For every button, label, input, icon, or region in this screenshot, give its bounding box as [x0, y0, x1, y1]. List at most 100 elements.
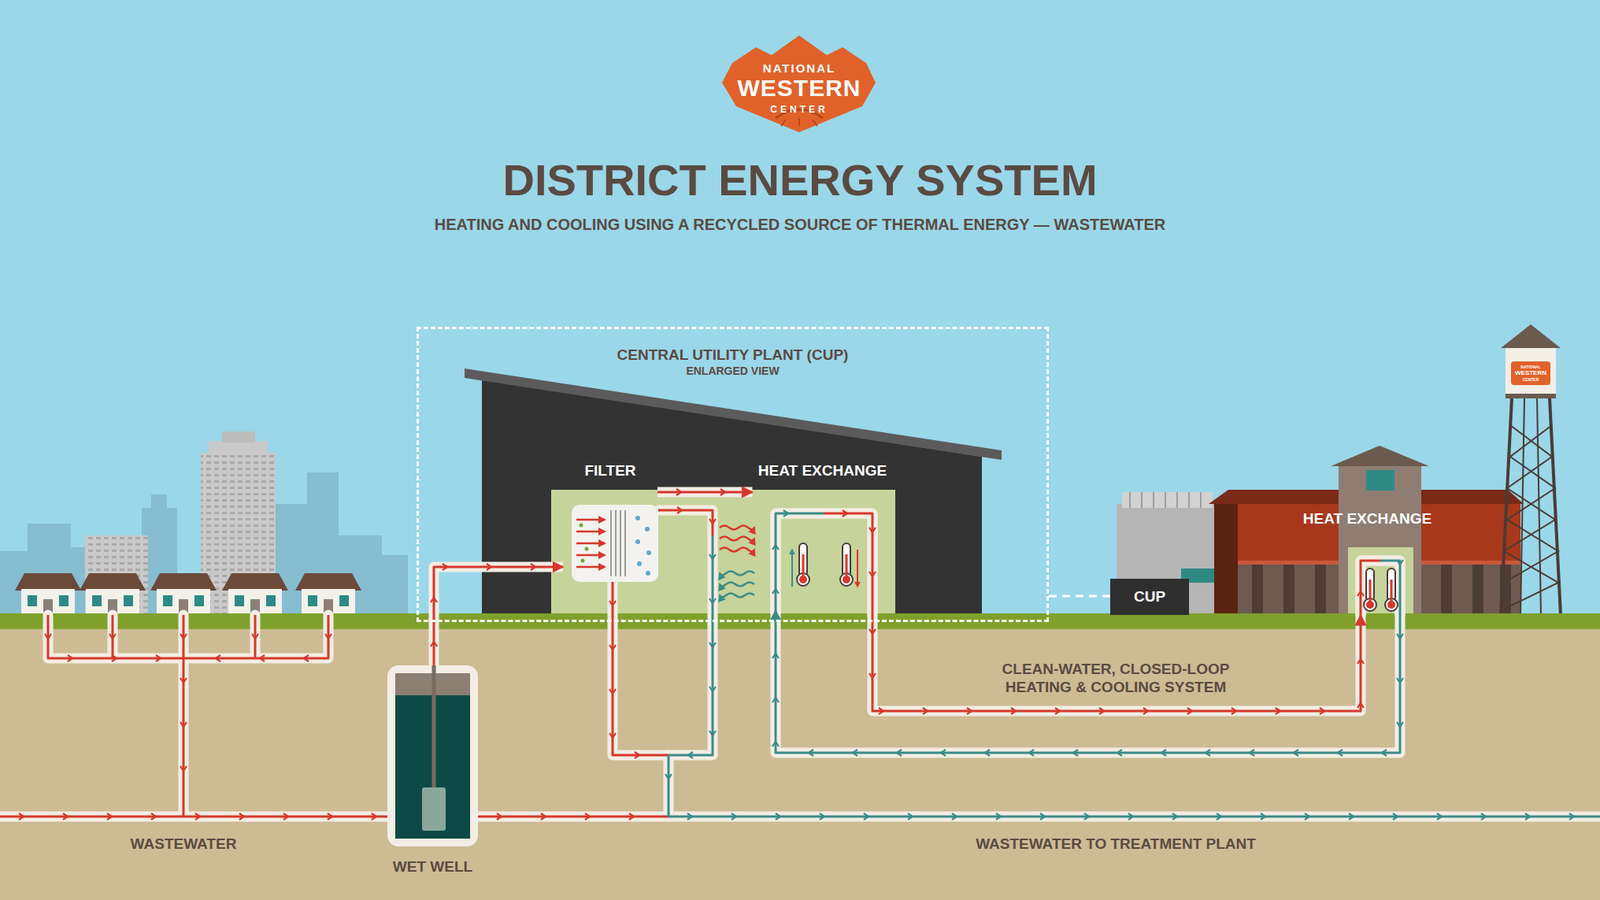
flow-chevron: [709, 642, 716, 648]
pipe-casing: [612, 581, 669, 756]
filter-screen: [576, 519, 605, 567]
flow-chevron: [709, 518, 716, 524]
logo-text: NATIONAL: [1520, 364, 1541, 370]
flow-chevron: [676, 488, 682, 496]
plant-building: [551, 489, 896, 615]
node-heading: CENTRAL UTILITY PLANT (CUP): [617, 346, 849, 365]
flow-chevron: [44, 633, 52, 639]
filter-screen: [635, 515, 652, 576]
pipe: [0, 815, 388, 819]
pipe-casing: [872, 610, 1361, 712]
plant-enlarged-view: CENTRAL UTILITY PLANT (CUP)ENLARGED VIEW…: [416, 326, 1049, 623]
flow-chevron: [772, 544, 779, 550]
flow-chevron: [215, 655, 221, 662]
flow-chevron: [951, 813, 957, 820]
flow-chevron: [1040, 813, 1045, 820]
office-tower: [208, 440, 268, 456]
flow-chevron: [1117, 749, 1123, 756]
filter-screen: [571, 504, 659, 582]
heat-transfer-waves: [719, 571, 755, 576]
logo-badge: [781, 118, 818, 126]
flow-chevron: [1099, 707, 1104, 715]
houses: [14, 573, 82, 615]
heat-transfer-waves: [719, 525, 755, 598]
dashed-leader: [1048, 595, 1111, 598]
flow-chevron: [1249, 749, 1255, 756]
flow-chevron: [67, 655, 73, 662]
pipe-label: WASTEWATER: [130, 835, 238, 854]
thermometers: [791, 549, 793, 587]
flow-chevron: [869, 629, 876, 634]
filter-screen: [637, 561, 642, 567]
pipe-connector: [657, 491, 753, 494]
wet-well-tank: [387, 665, 478, 847]
thermometers: [840, 543, 853, 586]
flow-chevron: [609, 644, 616, 650]
pipe-casing: [48, 614, 184, 659]
flow-chevron: [1319, 707, 1325, 715]
flow-chevron: [629, 813, 634, 820]
flow-chevron: [18, 813, 24, 820]
heat-transfer-waves: [719, 525, 755, 530]
filter-screen: [645, 570, 651, 576]
pipe: [1380, 560, 1400, 615]
flow-chevron: [585, 813, 590, 820]
flow-chevron: [239, 813, 245, 820]
flow-chevron: [1029, 749, 1034, 756]
filter-screen: [610, 510, 612, 577]
flow-chevron: [111, 655, 117, 662]
flow-chevron: [442, 563, 448, 571]
filter-screen: [619, 510, 622, 577]
flow-chevron: [1437, 813, 1442, 820]
pipe: [667, 755, 671, 817]
node-heading: WET WELL: [392, 858, 473, 877]
pipe-connector: [775, 610, 1400, 753]
houses: [295, 573, 362, 615]
flow-chevron: [819, 813, 825, 820]
filter-screen: [624, 510, 626, 577]
pipe: [1360, 560, 1381, 615]
logo-badge: [722, 35, 876, 133]
pipe-casing: [775, 513, 873, 613]
flow-chevron: [180, 677, 187, 683]
heat-exchange-building: HEAT EXCHANGE: [1214, 488, 1521, 615]
heat-transfer-waves: [719, 582, 755, 587]
heat-transfer-waves: [719, 571, 755, 598]
thermometers: [856, 549, 859, 587]
logo-badge: [722, 35, 876, 133]
water-tower: [1520, 397, 1525, 615]
event-building: [1338, 464, 1422, 615]
filter-screen: [611, 510, 626, 577]
filter-screen: [635, 539, 641, 545]
pipe-casing: [663, 755, 675, 817]
event-building: [1314, 564, 1326, 615]
flow-chevron: [907, 813, 913, 820]
houses: [150, 573, 217, 615]
pipe-casing: [178, 614, 189, 817]
pipe-casing: [250, 614, 261, 659]
flow-chevron: [180, 633, 187, 639]
wet-well: WET WELL: [387, 665, 479, 877]
event-building: [1348, 547, 1414, 615]
pipe: [0, 510, 1600, 817]
flow-chevron: [325, 633, 332, 639]
water-tower: [1511, 361, 1551, 386]
filter-screen: [576, 530, 605, 534]
pipe-connector: [869, 610, 1364, 715]
flow-chevron: [842, 510, 848, 517]
flow-chevron: [1392, 813, 1398, 820]
pipe: [183, 614, 329, 659]
flow-chevron: [709, 686, 716, 692]
flow-chevron: [1357, 591, 1364, 597]
flow-chevron: [1481, 813, 1486, 820]
water-tower: [1500, 397, 1512, 615]
pipe-connector: [657, 488, 753, 496]
flow-chevron: [609, 733, 616, 738]
flow-chevron: [430, 597, 438, 603]
water-tower: [1500, 324, 1561, 615]
flow-chevron: [1011, 707, 1016, 715]
flow-chevron: [772, 697, 779, 703]
filter-screen: [581, 559, 586, 563]
event-building: [1214, 503, 1238, 615]
